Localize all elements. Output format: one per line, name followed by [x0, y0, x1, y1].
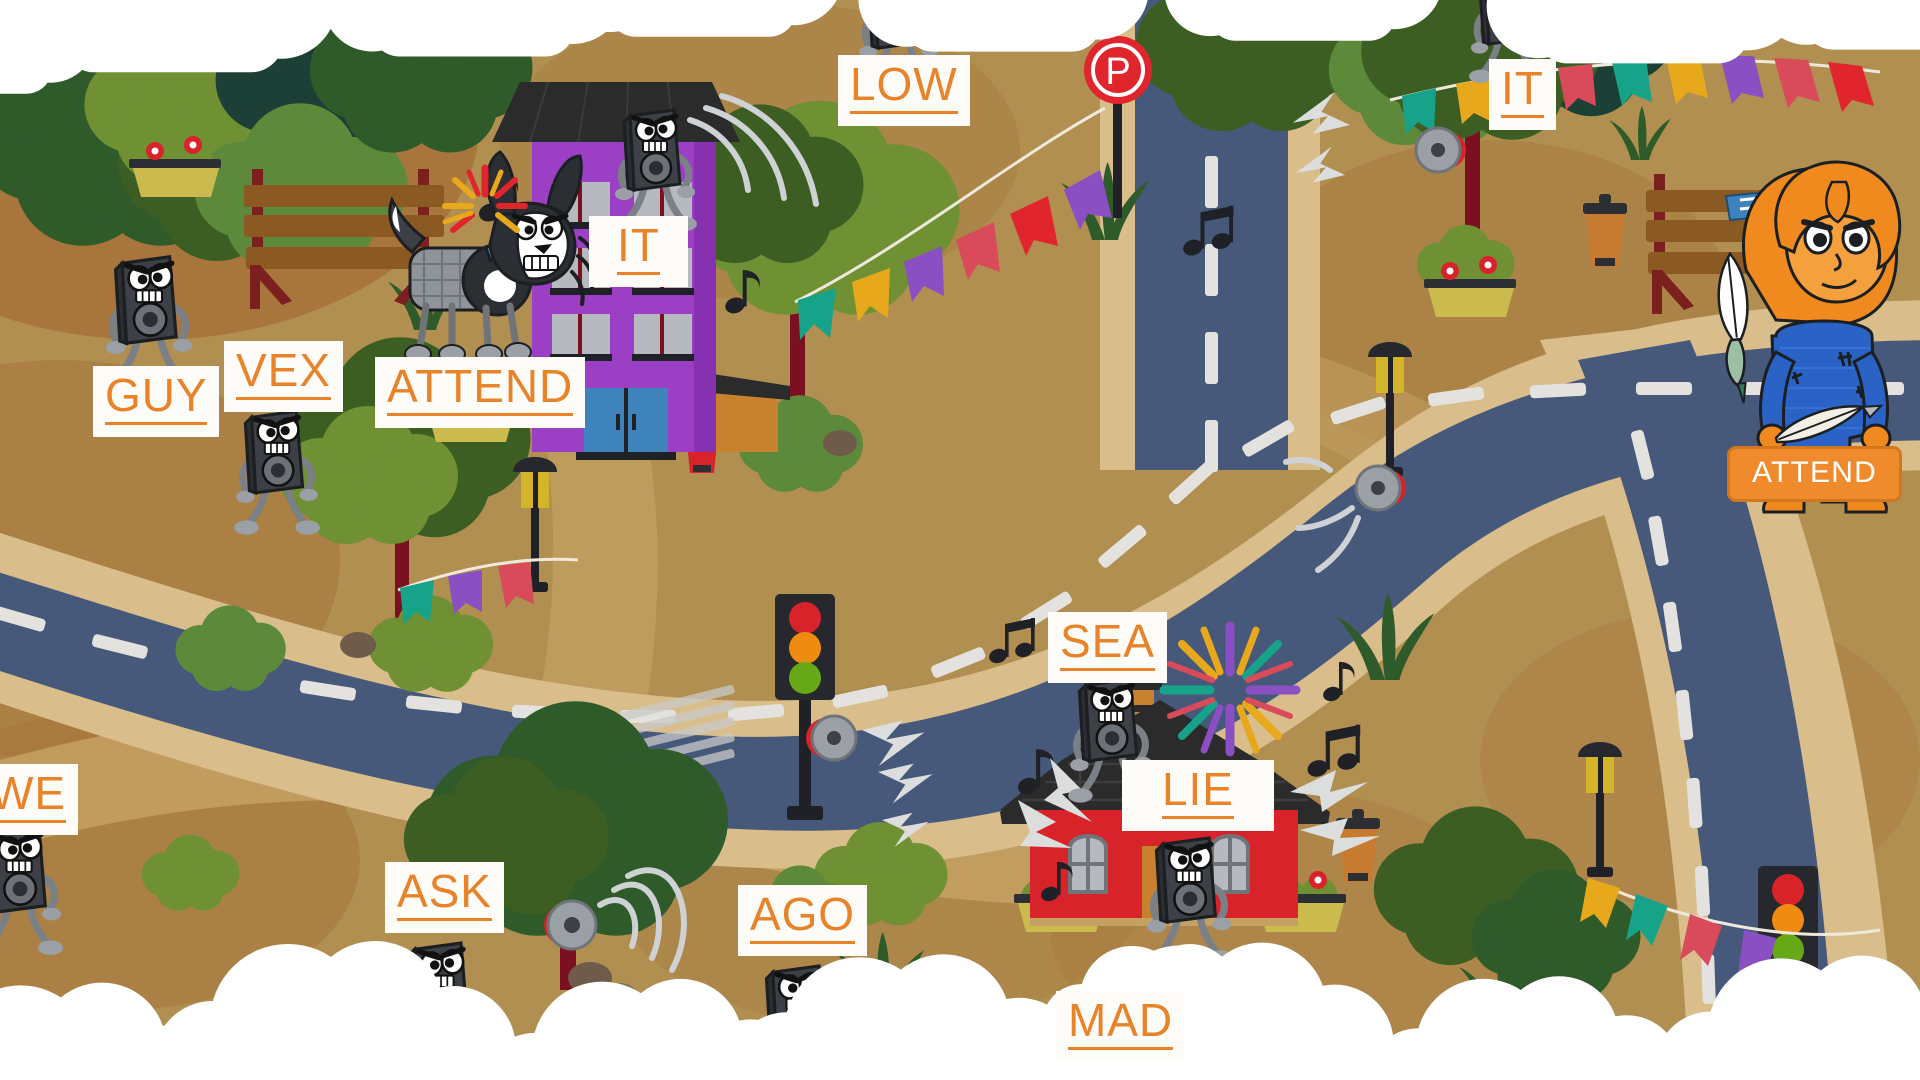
word-label-text: MAD — [1068, 994, 1173, 1046]
word-underline — [617, 272, 660, 275]
word-underline — [1068, 1047, 1173, 1050]
svg-text:P: P — [1105, 51, 1130, 93]
angry-robot-dog[interactable] — [388, 150, 597, 364]
attend-button[interactable]: ATTEND — [1727, 446, 1902, 502]
word-label-text: VEX — [236, 344, 331, 396]
word-label-vex[interactable]: VEX — [224, 341, 343, 412]
word-underline — [850, 111, 958, 114]
word-label-ago[interactable]: AGO — [738, 885, 868, 956]
word-label-text: AGO — [750, 888, 856, 940]
word-underline — [0, 820, 66, 823]
word-label-text: WE — [0, 767, 66, 819]
word-label-text: ASK — [397, 865, 492, 917]
word-label-it-top[interactable]: IT — [1489, 59, 1556, 130]
word-label-text: GUY — [105, 369, 208, 421]
word-label-sea[interactable]: SEA — [1048, 612, 1167, 683]
word-label-text: IT — [617, 219, 660, 271]
word-label-guy[interactable]: GUY — [93, 366, 220, 437]
word-label-lie[interactable]: LIE — [1122, 760, 1274, 831]
word-label-text: IT — [1501, 62, 1544, 114]
word-underline — [105, 422, 208, 425]
word-underline — [397, 918, 492, 921]
word-label-low[interactable]: LOW — [838, 55, 970, 126]
tree-icon — [272, 337, 531, 635]
word-underline — [1501, 115, 1544, 118]
word-label-text: SEA — [1060, 615, 1155, 667]
word-underline — [1162, 816, 1234, 819]
word-label-text: ATTEND — [387, 360, 574, 412]
tree-icon — [658, 100, 960, 450]
parking-sign-icon[interactable]: P — [1084, 36, 1152, 218]
word-label-attend[interactable]: ATTEND — [375, 357, 586, 428]
speaker-icon[interactable] — [544, 126, 1466, 951]
word-underline — [1060, 668, 1155, 671]
word-label-it-mid[interactable]: IT — [589, 216, 688, 287]
word-label-mad[interactable]: MAD — [1056, 991, 1185, 1062]
word-underline — [387, 413, 574, 416]
word-label-text: LOW — [850, 58, 958, 110]
word-label-text: LIE — [1162, 763, 1234, 815]
word-underline — [236, 397, 331, 400]
firework-burst-icon — [1159, 621, 1301, 757]
bunting-flags-icon — [397, 56, 1881, 978]
word-underline — [750, 941, 856, 944]
word-label-ask[interactable]: ASK — [385, 862, 504, 933]
word-label-we[interactable]: WE — [0, 764, 78, 835]
